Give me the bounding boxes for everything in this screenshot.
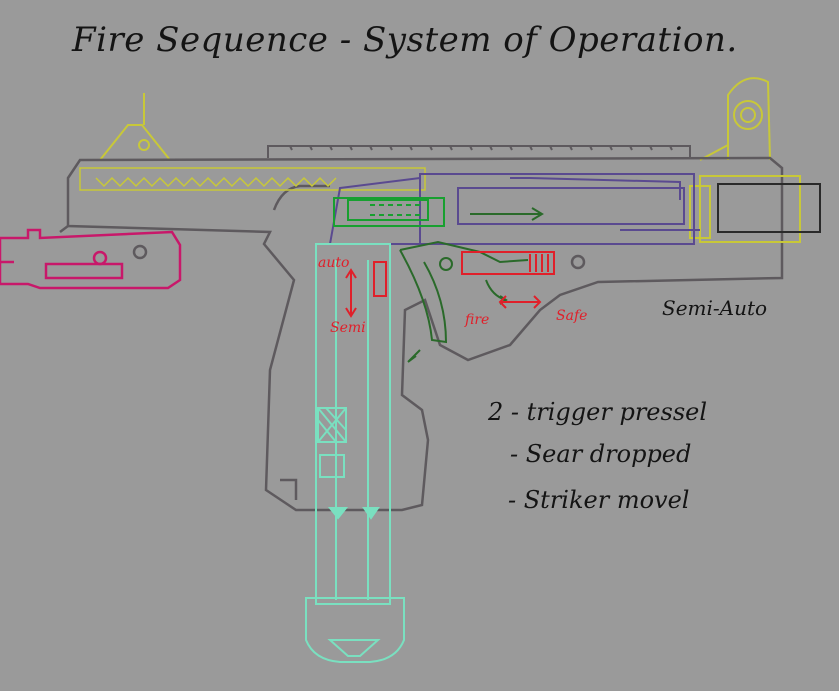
trigger-safe-label: Safe — [556, 308, 588, 324]
note-sear: - Sear dropped — [510, 440, 692, 468]
barrel — [689, 175, 801, 243]
note-step: 2 - trigger pressel — [488, 398, 708, 426]
front-sight — [699, 77, 771, 161]
muzzle — [717, 183, 821, 233]
charging-spring — [79, 167, 426, 191]
top-rail — [267, 145, 691, 158]
receiver-outline — [59, 156, 784, 512]
diagram-title: Fire Sequence - System of Operation. — [72, 20, 738, 60]
fire-selector — [345, 261, 387, 318]
trigger-fire-label: fire — [465, 312, 490, 328]
stock — [0, 228, 182, 290]
selector-semi-label: Semi — [330, 320, 366, 336]
selector-auto-label: auto — [318, 255, 350, 271]
note-striker: - Striker movel — [508, 486, 690, 514]
mode-label: Semi-Auto — [662, 296, 768, 320]
sear-striker — [333, 197, 544, 227]
magazine — [305, 243, 405, 663]
safety-lever — [461, 251, 555, 309]
rear-sight — [99, 93, 171, 161]
bolt-internals — [328, 173, 700, 245]
